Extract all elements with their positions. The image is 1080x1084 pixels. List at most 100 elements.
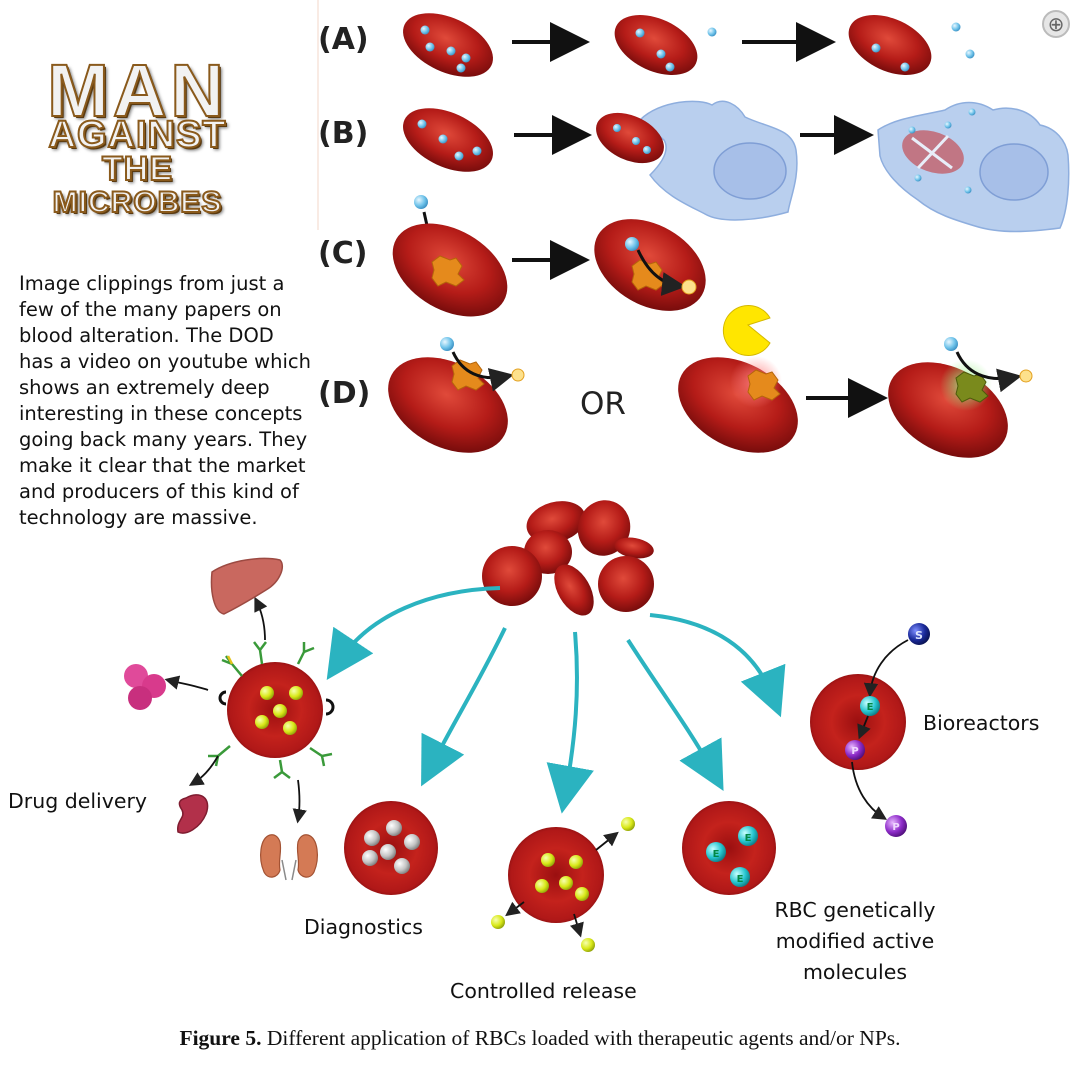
- np-a1-3: [446, 46, 456, 56]
- rbc-modified: [682, 801, 776, 895]
- np-a2-out: [707, 27, 717, 37]
- np-a2-2: [656, 49, 666, 59]
- rbc-d2: [678, 357, 798, 453]
- logo-line-microbes: MICROBES: [52, 185, 223, 220]
- rbc-a3: [848, 14, 932, 76]
- or-label: OR: [580, 386, 626, 422]
- arrow-c-out: [636, 249, 686, 296]
- np-a1-1: [420, 25, 430, 35]
- marker-e-1: E: [745, 833, 752, 844]
- label-controlled-release: Controlled release: [450, 979, 637, 1003]
- label-diagnostics: Diagnostics: [304, 915, 423, 939]
- np-a1-2: [425, 42, 435, 52]
- teal-arrow-bio: [649, 613, 786, 718]
- np-b1-1: [417, 119, 427, 129]
- enzyme-sphere: [860, 696, 880, 716]
- np-b1-3: [454, 151, 464, 161]
- rbc-b1: [403, 108, 493, 172]
- np-d1-in: [440, 337, 454, 351]
- teal-arrow-diag: [421, 627, 507, 787]
- marker-e-bio: E: [867, 702, 874, 713]
- teal-arrow-drug: [326, 586, 501, 680]
- teal-arrows: [326, 586, 786, 814]
- enzyme-c1: [431, 255, 465, 287]
- row-label-a: (A): [318, 22, 369, 57]
- product-c: [681, 279, 697, 295]
- np-b3-3: [914, 174, 922, 182]
- marker-s: S: [915, 629, 923, 642]
- kidneys-icon: [260, 834, 318, 881]
- rbc-d1: [388, 357, 508, 453]
- logo-line-man: MAN: [46, 48, 228, 133]
- np-a3-out2: [965, 49, 975, 59]
- arrow-d3: [955, 351, 1022, 393]
- spleen-icon: [177, 794, 209, 834]
- np-b3-5: [968, 108, 976, 116]
- label-rbc-modified: RBC genetically modified active molecule…: [774, 898, 936, 984]
- drug-delivery-rbc-group: [164, 596, 335, 824]
- rbc-modified-group: E E E: [682, 801, 776, 895]
- bioreactor-rbc-group: S E P P: [810, 623, 930, 837]
- row-label-b: (B): [318, 116, 369, 151]
- product-d3: [1019, 369, 1033, 383]
- label-bioreactors: Bioreactors: [923, 711, 1040, 735]
- row-c-diagram: [392, 195, 706, 317]
- liver-icon: [210, 557, 284, 615]
- enzyme-d2: [747, 369, 781, 401]
- rbc-a2: [614, 14, 698, 76]
- arrow-d1: [451, 351, 514, 392]
- np-b1-4: [472, 146, 482, 156]
- np-c2-in: [625, 237, 639, 251]
- zoom-icon[interactable]: ⊕: [1042, 10, 1070, 38]
- figure-caption: Figure 5. Different application of RBCs …: [0, 1026, 1080, 1051]
- row-a-diagram: [403, 13, 975, 77]
- label-drug-delivery: Drug delivery: [8, 789, 148, 813]
- np-a3-2: [900, 62, 910, 72]
- marker-p-outer: P: [892, 822, 899, 833]
- product-sphere-inner: [845, 740, 865, 760]
- row-label-c: (C): [318, 236, 368, 271]
- molecule-cluster-icon: [124, 664, 166, 710]
- receptor-hook-left: [218, 690, 227, 706]
- np-b3-2: [944, 121, 952, 129]
- enzyme-d3: [955, 371, 989, 403]
- row-b-diagram: [403, 100, 1070, 233]
- np-b3-4: [964, 186, 972, 194]
- digest-mark-2: [916, 134, 950, 170]
- controlled-release-rbc-group: [491, 817, 635, 952]
- marker-p-inner: P: [851, 746, 858, 757]
- marker-e-3: E: [737, 874, 744, 885]
- figure-caption-text: Different application of RBCs loaded wit…: [261, 1026, 901, 1050]
- caption-text: Image clippings from just a few of the m…: [19, 272, 311, 529]
- np-b2-2: [632, 137, 640, 145]
- diagnostics-rbc-group: [344, 801, 438, 895]
- figure-caption-label: Figure 5.: [179, 1026, 262, 1050]
- controlled-release-rbc: [508, 827, 604, 923]
- teal-arrow-rbc: [626, 638, 724, 792]
- product-sphere-outer: [885, 815, 907, 837]
- np-a1-4: [461, 53, 471, 63]
- row-d-diagram: [388, 305, 1033, 458]
- rbc-cluster: [482, 500, 654, 616]
- np-b1-2: [438, 134, 448, 144]
- np-a2-3: [665, 62, 675, 72]
- receptor-hook-right: [325, 698, 335, 716]
- substrate-sphere: [908, 623, 930, 645]
- rbc-a1: [403, 13, 493, 77]
- np-a2-1: [635, 28, 645, 38]
- np-b2-3: [643, 146, 651, 154]
- pacman-icon: [722, 305, 771, 356]
- marker-e-2: E: [713, 849, 720, 860]
- np-a1-5: [456, 63, 466, 73]
- enzyme-d1: [451, 359, 485, 391]
- nucleus-b2: [979, 143, 1049, 201]
- np-d3-in: [944, 337, 958, 351]
- np-a3-1: [871, 43, 881, 53]
- nucleus-b1: [713, 142, 787, 200]
- bioreactor-rbc: [810, 674, 906, 770]
- np-b2-1: [613, 124, 621, 132]
- logo-line-against: AGAINST: [48, 113, 227, 157]
- product-d1: [511, 368, 525, 382]
- rbc-d3: [888, 362, 1008, 458]
